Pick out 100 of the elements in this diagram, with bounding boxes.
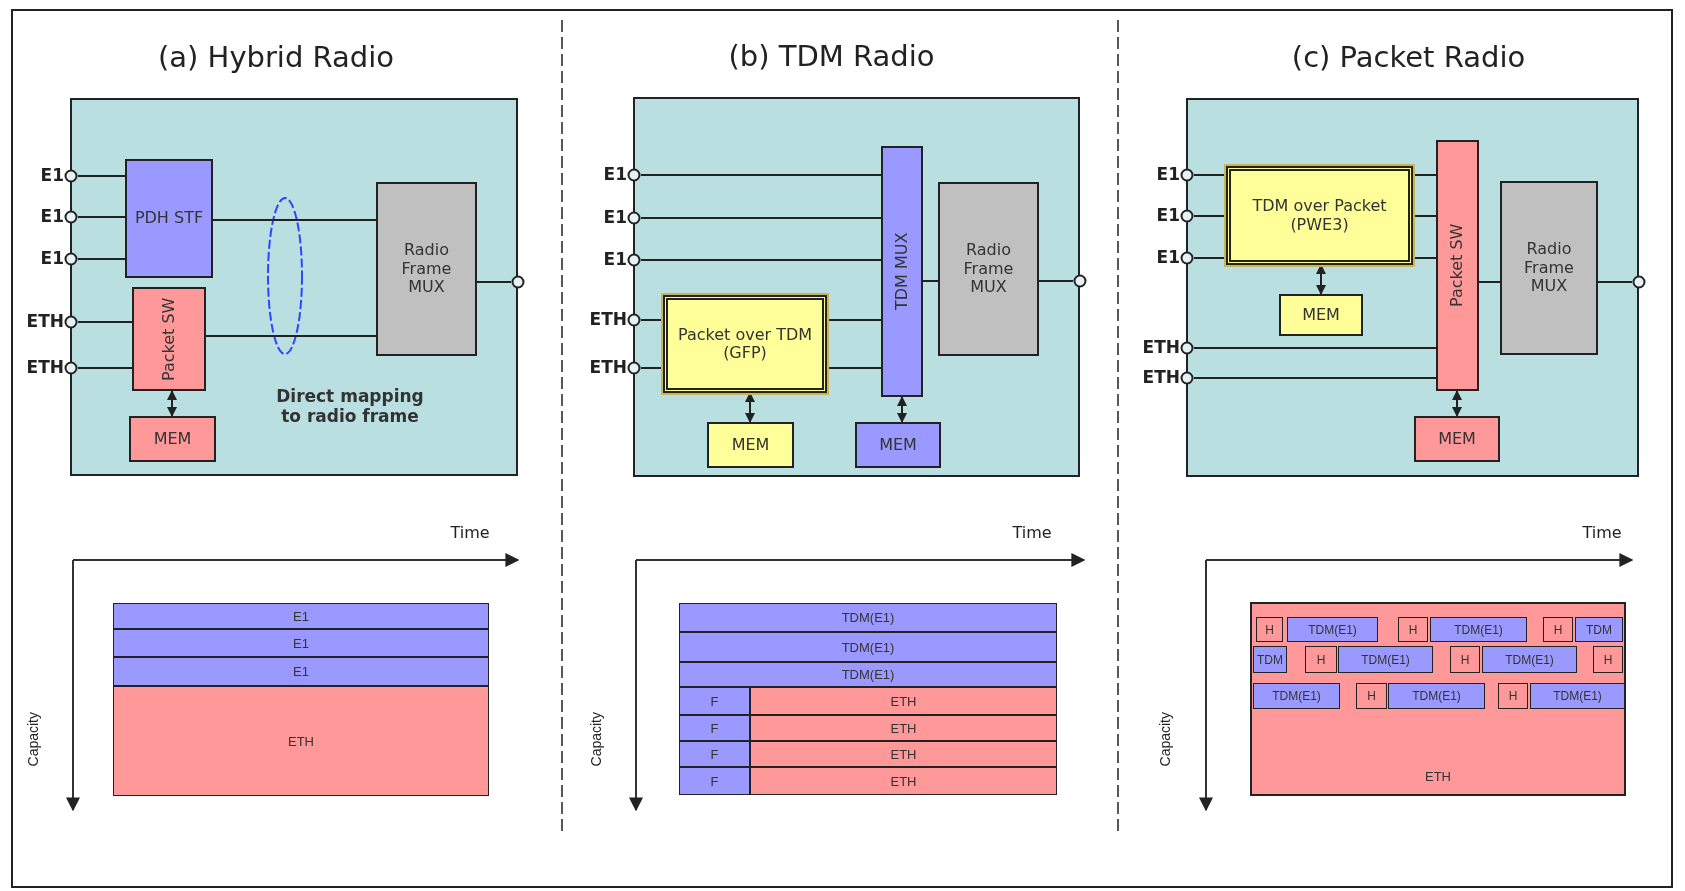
panel-title: (c) Packet Radio <box>1290 40 1527 74</box>
capacity-band: F <box>679 715 750 741</box>
capacity-band: ETH <box>750 715 1057 741</box>
axis-label: Capacity <box>25 712 41 767</box>
capacity-band: E1 <box>113 629 489 657</box>
connector <box>1193 174 1227 176</box>
tdm-block: TDM(E1) <box>1338 646 1433 673</box>
connector <box>77 258 126 260</box>
connector <box>640 319 664 321</box>
connector <box>1412 257 1437 259</box>
port-label: E1 <box>40 165 64 185</box>
header-block: H <box>1593 646 1623 673</box>
capacity-band: TDM(E1) <box>679 662 1057 687</box>
port-label: E1 <box>1156 247 1180 267</box>
port-label: E1 <box>40 206 64 226</box>
annotation-text: Direct mapping to radio frame <box>275 386 425 426</box>
connector <box>1597 281 1633 283</box>
connector <box>745 392 755 423</box>
connector <box>1452 390 1462 417</box>
band-label: ETH <box>1424 769 1452 784</box>
port-label: ETH <box>589 357 627 377</box>
connector <box>205 335 377 337</box>
mux-block: Radio Frame MUX <box>1500 181 1598 355</box>
connector <box>77 367 133 369</box>
capacity-band: E1 <box>113 657 489 686</box>
connector <box>1316 264 1326 295</box>
mux-block: TDM MUX <box>881 146 923 397</box>
function-block: PDH STF <box>125 159 213 278</box>
connector <box>167 390 177 417</box>
capacity-band: ETH <box>750 767 1057 795</box>
mux-block: Radio Frame MUX <box>376 182 477 356</box>
port-label: E1 <box>40 248 64 268</box>
connector <box>640 174 882 176</box>
capacity-band: F <box>679 767 750 795</box>
port-label: E1 <box>1156 205 1180 225</box>
header-block: H <box>1543 617 1573 642</box>
header-block: H <box>1498 683 1528 709</box>
connector <box>476 281 512 283</box>
connector <box>897 396 907 423</box>
tdm-block: TDM <box>1253 646 1287 673</box>
connector <box>640 217 882 219</box>
capacity-band <box>1250 602 1626 796</box>
tdm-block: TDM(E1) <box>1430 617 1527 642</box>
connector <box>922 280 939 282</box>
port-label: ETH <box>1142 337 1180 357</box>
tdm-block: TDM(E1) <box>1530 683 1625 709</box>
connector <box>1193 377 1437 379</box>
port-label: E1 <box>603 164 627 184</box>
connector <box>212 219 377 221</box>
connector <box>1478 281 1501 283</box>
port-label: E1 <box>1156 164 1180 184</box>
capacity-band: ETH <box>750 687 1057 715</box>
port-label: E1 <box>603 207 627 227</box>
axis-label: Time <box>1581 523 1623 542</box>
panel-title: (a) Hybrid Radio <box>156 40 396 74</box>
axis-label: Capacity <box>588 712 604 767</box>
switch-block: Packet SW <box>132 287 206 391</box>
connector <box>1193 257 1227 259</box>
memory-block: MEM <box>1414 416 1500 462</box>
port-label: ETH <box>26 357 64 377</box>
connector <box>77 175 126 177</box>
axis-label: Capacity <box>1157 712 1173 767</box>
tdm-block: TDM(E1) <box>1253 683 1340 709</box>
capacity-band: TDM(E1) <box>679 603 1057 632</box>
connector <box>1412 215 1437 217</box>
header-block: H <box>1398 617 1428 642</box>
connector <box>826 367 882 369</box>
capacity-band: ETH <box>750 741 1057 767</box>
header-block: H <box>1356 683 1387 709</box>
memory-block: MEM <box>707 422 794 468</box>
memory-block: MEM <box>855 422 941 468</box>
tdm-block: TDM(E1) <box>1482 646 1577 673</box>
tdm-block: TDM <box>1575 617 1623 642</box>
axis-label: Time <box>1011 523 1053 542</box>
connector <box>77 321 133 323</box>
connector <box>1038 280 1074 282</box>
connector <box>640 259 882 261</box>
connector <box>826 319 882 321</box>
connector <box>640 367 664 369</box>
memory-block: MEM <box>129 416 216 462</box>
port-label: ETH <box>26 311 64 331</box>
port-label: E1 <box>603 249 627 269</box>
port-label: ETH <box>589 309 627 329</box>
capacity-band: E1 <box>113 603 489 629</box>
mux-block: Radio Frame MUX <box>938 182 1039 356</box>
axis-label: Time <box>449 523 491 542</box>
tdm-block: TDM(E1) <box>1287 617 1378 642</box>
header-block: H <box>1305 646 1337 673</box>
connector <box>1412 174 1437 176</box>
connector <box>1193 215 1227 217</box>
panel-title: (b) TDM Radio <box>727 39 936 73</box>
capacity-band: F <box>679 687 750 715</box>
function-block: Packet over TDM (GFP) <box>663 295 827 393</box>
header-block: H <box>1450 646 1480 673</box>
capacity-band: TDM(E1) <box>679 632 1057 662</box>
memory-block: MEM <box>1279 294 1363 336</box>
connector <box>1193 347 1437 349</box>
port-label: ETH <box>1142 367 1180 387</box>
header-block: H <box>1256 617 1283 642</box>
capacity-band: ETH <box>113 686 489 796</box>
